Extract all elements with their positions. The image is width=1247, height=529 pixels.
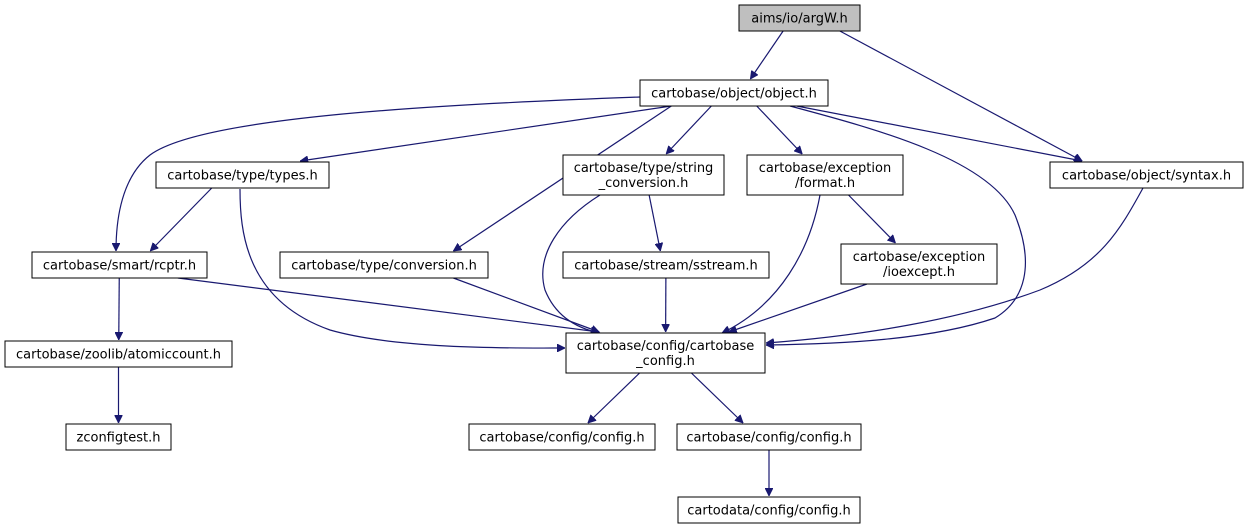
node-box xyxy=(565,332,766,374)
node-types[interactable]: cartobase/type/types.h xyxy=(155,161,330,189)
node-cbconfig[interactable]: cartobase/config/cartobase_config.h xyxy=(565,332,766,374)
edge-object-to-strconv xyxy=(666,105,712,154)
node-atomiccount[interactable]: cartobase/zoolib/atomiccount.h xyxy=(4,340,233,368)
edge-rcptr-to-cbconfig xyxy=(177,277,599,332)
edge-object-to-conversion xyxy=(453,105,672,252)
edge-types-to-rcptr xyxy=(150,187,213,251)
node-label: cartobase/exception xyxy=(853,250,985,265)
node-config1[interactable]: cartobase/config/config.h xyxy=(468,423,656,451)
node-box xyxy=(65,423,172,451)
edge-types-to-cbconfig xyxy=(239,188,565,348)
edge-format-to-ioexcept xyxy=(848,194,896,243)
edge-format-to-cbconfig xyxy=(722,194,821,334)
edge-conversion-to-cbconfig xyxy=(453,277,599,332)
edge-rcptr-to-atomiccount xyxy=(119,277,120,340)
node-label: cartobase/object/object.h xyxy=(651,87,817,102)
node-label: cartobase/smart/rcptr.h xyxy=(43,259,196,274)
node-box xyxy=(4,340,233,368)
node-object[interactable]: cartobase/object/object.h xyxy=(639,79,829,107)
node-box xyxy=(31,251,208,279)
node-box xyxy=(840,243,998,285)
node-box xyxy=(279,251,489,279)
edge-cbconfig-to-config1 xyxy=(588,372,641,423)
node-label: cartobase/zoolib/atomiccount.h xyxy=(16,348,221,363)
node-box xyxy=(639,79,829,107)
node-config2[interactable]: cartobase/config/config.h xyxy=(676,423,862,451)
edge-object-to-types xyxy=(300,105,672,161)
node-label: zconfigtest.h xyxy=(77,431,161,446)
node-ioexcept[interactable]: cartobase/exception/ioexcept.h xyxy=(840,243,998,285)
node-label: /format.h xyxy=(795,176,855,191)
node-label: aims/io/argW.h xyxy=(751,12,847,27)
node-box xyxy=(1049,161,1244,189)
edge-syntax-to-cbconfig xyxy=(766,187,1144,343)
node-box xyxy=(562,154,725,196)
node-box xyxy=(676,423,862,451)
node-strconv[interactable]: cartobase/type/string_conversion.h xyxy=(562,154,725,196)
node-label: cartobase/config/config.h xyxy=(479,431,644,446)
nodes-layer: aims/io/argW.h cartobase/object/object.h c… xyxy=(4,4,1244,524)
node-sstream[interactable]: cartobase/stream/sstream.h xyxy=(562,251,770,279)
node-box xyxy=(562,251,770,279)
edge-strconv-to-sstream xyxy=(648,194,660,251)
node-argw[interactable]: aims/io/argW.h xyxy=(738,4,861,32)
node-label: /ioexcept.h xyxy=(883,265,955,280)
node-box xyxy=(155,161,330,189)
edge-argw-to-syntax xyxy=(839,30,1082,162)
node-label: cartobase/exception xyxy=(759,161,891,176)
node-box xyxy=(738,4,861,32)
node-box xyxy=(746,154,904,196)
node-syntax[interactable]: cartobase/object/syntax.h xyxy=(1049,161,1244,189)
node-label: cartobase/stream/sstream.h xyxy=(574,259,758,274)
edges-layer xyxy=(116,30,1144,496)
node-label: cartobase/config/config.h xyxy=(686,431,851,446)
edge-object-to-syntax xyxy=(796,105,1082,161)
node-label: cartobase/type/types.h xyxy=(167,169,317,184)
node-conversion[interactable]: cartobase/type/conversion.h xyxy=(279,251,489,279)
node-format[interactable]: cartobase/exception/format.h xyxy=(746,154,904,196)
edge-strconv-to-cbconfig xyxy=(542,194,600,333)
edge-cbconfig-to-config2 xyxy=(690,372,743,423)
node-zconfigtest[interactable]: zconfigtest.h xyxy=(65,423,172,451)
node-rcptr[interactable]: cartobase/smart/rcptr.h xyxy=(31,251,208,279)
node-cdconfig[interactable]: cartodata/config/config.h xyxy=(677,496,861,524)
node-box xyxy=(677,496,861,524)
edge-object-to-format xyxy=(756,105,803,154)
node-label: cartobase/type/string xyxy=(574,161,714,176)
edge-argw-to-object xyxy=(750,30,784,79)
node-label: cartobase/config/cartobase xyxy=(577,339,755,354)
node-label: _conversion.h xyxy=(598,176,689,191)
edge-ioexcept-to-cbconfig xyxy=(729,283,868,332)
node-label: cartodata/config/config.h xyxy=(687,504,850,519)
node-label: cartobase/object/syntax.h xyxy=(1062,169,1231,184)
node-label: _config.h xyxy=(635,354,695,369)
edge-object-to-rcptr xyxy=(116,96,641,251)
node-label: cartobase/type/conversion.h xyxy=(291,259,477,274)
edge-object-to-cbconfig xyxy=(766,105,1026,345)
node-box xyxy=(468,423,656,451)
